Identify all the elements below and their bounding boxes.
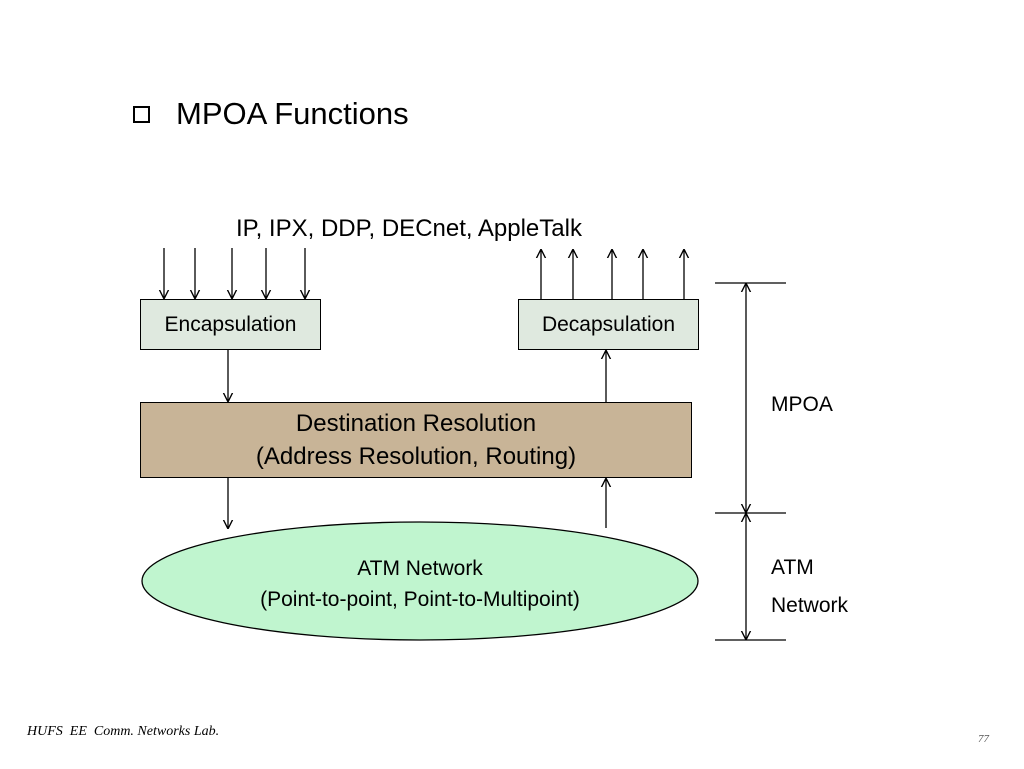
atm-network-subtitle: (Point-to-point, Point-to-Multipoint): [260, 588, 580, 611]
destination-resolution-title: Destination Resolution: [295, 410, 537, 437]
decapsulation-label: Decapsulation: [541, 312, 676, 336]
atm-network-ellipse: [141, 521, 699, 641]
atm-layer-label-2: Network: [771, 594, 849, 617]
mpoa-layer-label: MPOA: [771, 393, 833, 416]
encapsulation-label: Encapsulation: [164, 312, 297, 336]
atm-network-text: ATM Network (Point-to-point, Point-to-Mu…: [142, 553, 698, 615]
destination-resolution-subtitle: (Address Resolution, Routing): [255, 443, 577, 470]
destination-resolution-box: Destination Resolution (Address Resoluti…: [140, 402, 692, 478]
footer-lab-name: HUFS EE Comm. Networks Lab.: [27, 724, 220, 739]
atm-layer-label-1: ATM: [771, 556, 814, 579]
encapsulation-box: Encapsulation: [140, 299, 321, 350]
page-number: 77: [978, 733, 989, 745]
bullet-square-icon: [133, 106, 150, 123]
output-arrows: [541, 250, 684, 299]
input-arrows: [164, 248, 305, 298]
layer-brackets: [715, 282, 786, 641]
decapsulation-box: Decapsulation: [518, 299, 699, 350]
protocols-label: IP, IPX, DDP, DECnet, AppleTalk: [236, 215, 582, 242]
atm-network-title: ATM Network: [357, 557, 483, 580]
slide-title: MPOA Functions: [176, 96, 409, 131]
